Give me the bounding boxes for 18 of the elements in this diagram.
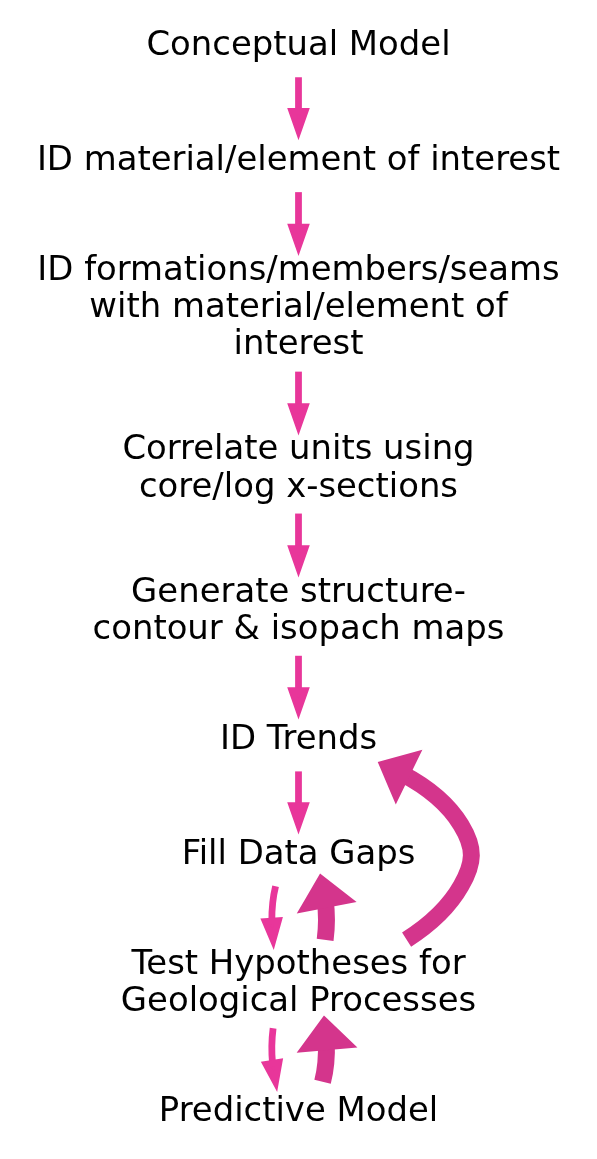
arrow xyxy=(287,371,310,436)
arrow xyxy=(260,1027,284,1092)
node-text: Conceptual Model xyxy=(146,23,451,63)
node-text: Generate structure- contour & isopach maps xyxy=(92,570,505,647)
arrow xyxy=(260,885,283,950)
node-text: Test Hypotheses for Geological Processes xyxy=(120,942,477,1020)
arrow xyxy=(296,1015,358,1084)
node-text: Fill Data Gaps xyxy=(181,832,416,872)
node-text: Correlate units using core/log x-sections xyxy=(122,428,475,505)
node-text: ID formations/members/seams with material/element of interest xyxy=(37,248,560,363)
node-text: Predictive Model xyxy=(158,1090,439,1130)
node-text: ID material/element of interest xyxy=(36,138,561,178)
arrow xyxy=(287,771,310,835)
node-text: ID Trends xyxy=(219,717,378,757)
arrow xyxy=(296,873,357,941)
arrow xyxy=(377,749,480,947)
arrow xyxy=(287,513,310,578)
arrow xyxy=(287,655,310,720)
